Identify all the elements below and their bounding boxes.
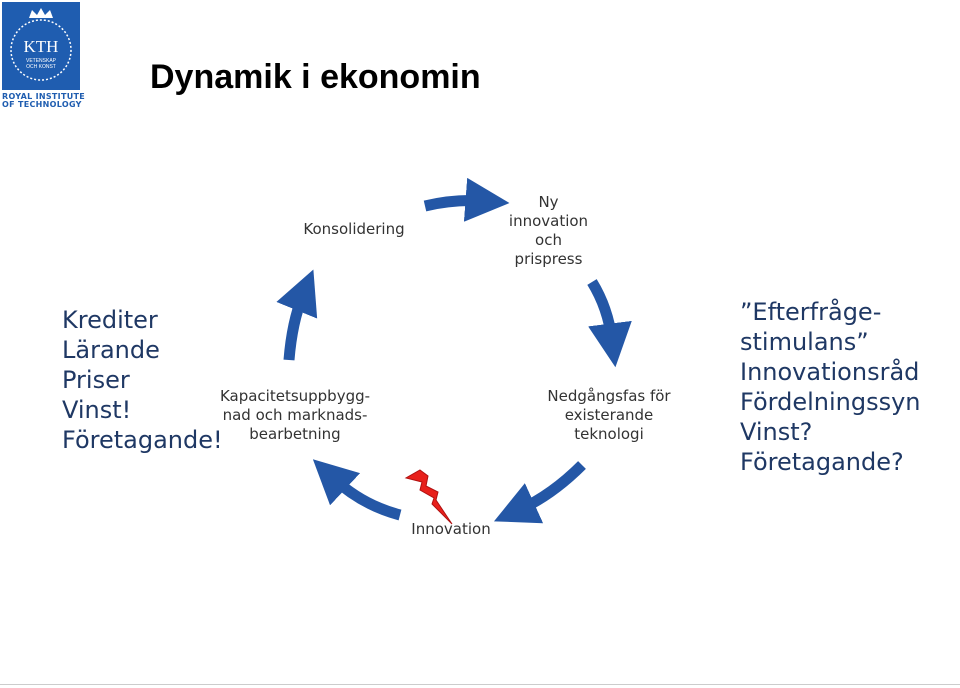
right-list-item-innovationsrad: Innovationsråd bbox=[740, 358, 920, 386]
arrow-right-upper bbox=[587, 279, 632, 368]
right-list-item-stimulans: stimulans” bbox=[740, 328, 869, 356]
left-list-item-larande: Lärande bbox=[62, 336, 160, 364]
label-innovation: Innovation bbox=[411, 520, 491, 538]
kth-crest-icon: KTH VETENSKAP OCH KONST bbox=[10, 8, 72, 81]
label-kapacitet-line-2: nad och marknads- bbox=[222, 406, 368, 424]
arrow-left bbox=[276, 269, 318, 361]
page-title: Dynamik i ekonomin bbox=[150, 58, 481, 96]
left-list-item-priser: Priser bbox=[62, 366, 130, 394]
right-list-item-foretagande: Företagande? bbox=[740, 448, 904, 476]
label-konsolidering: Konsolidering bbox=[303, 220, 405, 238]
arrow-right-lower bbox=[493, 461, 586, 524]
left-list-item-vinst: Vinst! bbox=[62, 396, 132, 424]
left-list-item-krediter: Krediter bbox=[62, 306, 158, 334]
label-ny-line-4: prispress bbox=[514, 250, 583, 268]
left-list: Krediter Lärande Priser Vinst! Företagan… bbox=[62, 305, 223, 455]
label-nedgang-line-2: existerande bbox=[564, 406, 654, 424]
footer-divider bbox=[0, 684, 960, 685]
logo-caption-1: ROYAL INSTITUTE bbox=[2, 92, 86, 101]
right-list-item-vinst: Vinst? bbox=[740, 418, 813, 446]
label-ny-line-2: innovation bbox=[508, 212, 589, 230]
label-ny-innovation: Ny innovation och prispress bbox=[496, 193, 601, 269]
lightning-icon bbox=[404, 469, 453, 525]
logo-caption: ROYAL INSTITUTE OF TECHNOLOGY bbox=[2, 93, 85, 109]
label-kapacitet-line-1: Kapacitetsuppbygg- bbox=[219, 387, 371, 405]
logo-subtext-1: VETENSKAP bbox=[26, 58, 57, 64]
logo-kth-text: KTH bbox=[24, 37, 59, 56]
arrow-top bbox=[423, 177, 510, 222]
label-kapacitet: Kapacitetsuppbygg- nad och marknads- bea… bbox=[200, 387, 390, 444]
kth-logo: KTH VETENSKAP OCH KONST bbox=[2, 2, 80, 90]
left-list-item-foretagande: Företagande! bbox=[62, 426, 223, 454]
right-list-item-efterfrage: ”Efterfråge- bbox=[740, 298, 882, 326]
logo-subtext-2: OCH KONST bbox=[26, 64, 56, 70]
label-nedgang: Nedgångsfas för existerande teknologi bbox=[528, 387, 690, 444]
label-ny-line-1: Ny bbox=[538, 193, 559, 211]
arrow-bottom bbox=[312, 459, 402, 521]
label-nedgang-line-1: Nedgångsfas för bbox=[547, 387, 671, 405]
right-list: ”Efterfråge- stimulans” Innovationsråd F… bbox=[740, 297, 921, 477]
right-list-item-fordelningssyn: Fördelningssyn bbox=[740, 388, 921, 416]
label-ny-line-3: och bbox=[535, 231, 562, 249]
logo-caption-2: OF TECHNOLOGY bbox=[2, 100, 82, 109]
label-nedgang-line-3: teknologi bbox=[574, 425, 644, 443]
label-kapacitet-line-3: bearbetning bbox=[249, 425, 341, 443]
